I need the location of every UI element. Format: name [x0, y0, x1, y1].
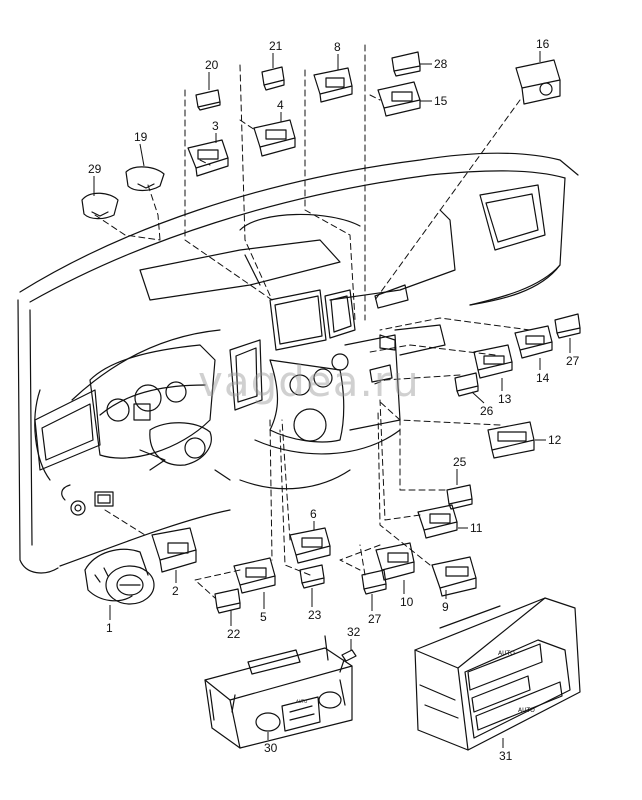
callout-25: 25: [453, 455, 467, 469]
callout-31: 31: [499, 749, 513, 763]
part-19-cap: [125, 166, 165, 192]
callout-4: 4: [277, 98, 284, 112]
part-5-switch: [233, 557, 276, 594]
part-31-rear-panel: [414, 597, 581, 751]
callout-27-lower: 27: [368, 612, 382, 626]
dashboard-outline: [17, 152, 579, 574]
part-26-blank: [454, 372, 479, 397]
callout-1: 1: [106, 621, 113, 635]
part-15-switch: [377, 81, 421, 117]
rear-panel-auto-text-2: AUTO: [518, 707, 535, 714]
part-29-cap: [81, 192, 119, 220]
callout-22: 22: [227, 627, 241, 641]
callout-27-upper: 27: [566, 354, 580, 368]
part-32-screw: [339, 649, 357, 673]
part-25-blank: [446, 484, 473, 510]
callout-2: 2: [172, 584, 179, 598]
part-14-switch: [514, 325, 553, 359]
callout-8: 8: [334, 40, 341, 54]
leader-lines: [94, 44, 531, 599]
part-4-switch: [253, 119, 296, 157]
part-27-blank-lower: [361, 569, 387, 595]
watermark-text: vagdea.ru: [198, 357, 420, 406]
part-22-blank: [214, 588, 241, 614]
rear-panel-auto-text: AUTO: [498, 650, 515, 657]
callout-26: 26: [480, 404, 494, 418]
callout-10: 10: [400, 595, 414, 609]
callout-32: 32: [347, 625, 361, 639]
part-6-switch: [289, 527, 331, 564]
callout-12: 12: [548, 433, 562, 447]
part-21-blank: [261, 66, 285, 91]
callout-15: 15: [434, 94, 448, 108]
part-2-switch: [151, 527, 197, 573]
callout-23: 23: [308, 608, 322, 622]
part-23-blank: [299, 564, 325, 589]
callout-28: 28: [434, 57, 448, 71]
part-11-switch: [417, 504, 458, 539]
part-27-blank-upper: [554, 313, 581, 339]
callout-19: 19: [134, 130, 148, 144]
part-28-blank: [391, 51, 421, 77]
callout-11: 11: [470, 521, 483, 535]
unit-auto-text: AUTO: [296, 699, 307, 704]
callout-30: 30: [264, 741, 278, 755]
part-10-switch: [375, 542, 415, 581]
callout-14: 14: [536, 371, 550, 385]
callout-16: 16: [536, 37, 550, 51]
callout-20: 20: [205, 58, 219, 72]
part-13-switch: [473, 344, 513, 379]
part-16-switch: [515, 59, 561, 105]
callout-6: 6: [310, 507, 317, 521]
part-30-climate-unit: [204, 635, 353, 749]
part-20-blank: [195, 89, 221, 111]
callout-21: 21: [269, 39, 283, 53]
callout-9: 9: [442, 600, 449, 614]
callout-3: 3: [212, 119, 219, 133]
part-8-switch: [313, 67, 353, 103]
part-1-light-switch: [84, 548, 155, 605]
part-12-switch: [487, 421, 535, 459]
callout-13: 13: [498, 392, 512, 406]
callout-5: 5: [260, 610, 267, 624]
part-3-switch: [187, 139, 229, 177]
callout-29: 29: [88, 162, 102, 176]
part-9-switch: [431, 556, 477, 597]
